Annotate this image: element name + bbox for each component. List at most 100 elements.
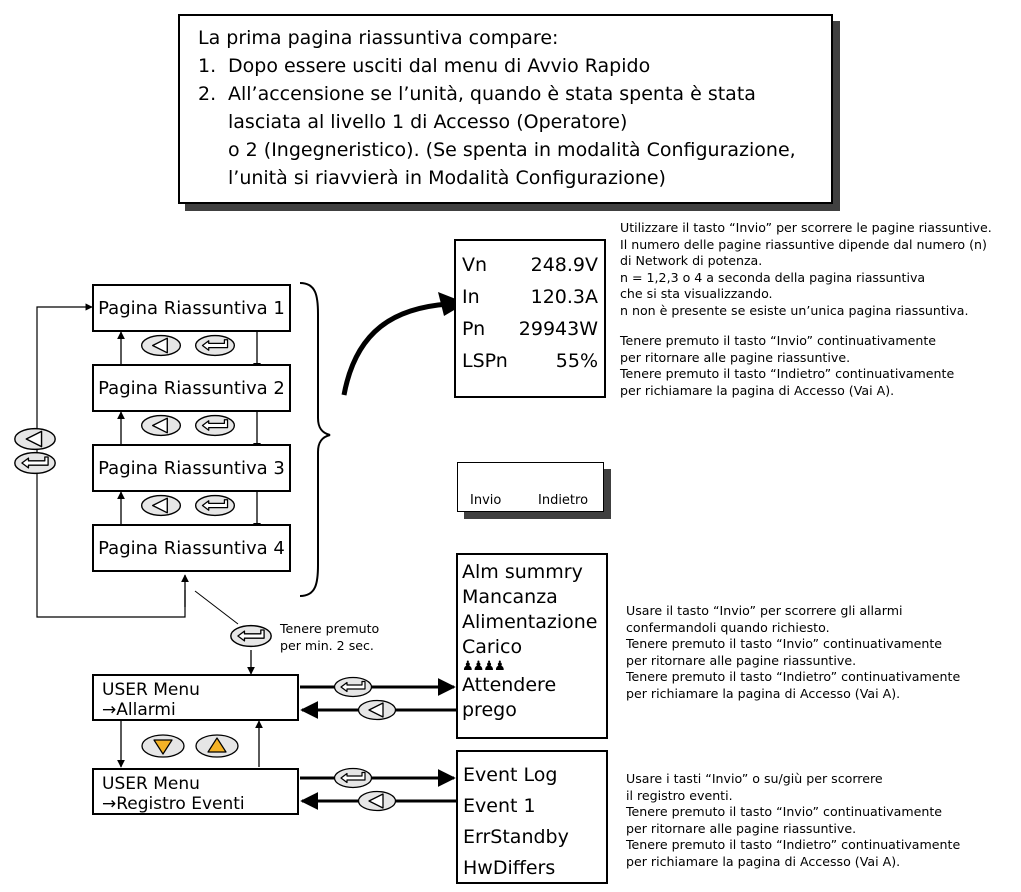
- display-row: In 120.3A: [462, 281, 598, 313]
- note-line: di Network di potenza.: [620, 253, 763, 268]
- summary-pages-brace: [299, 282, 331, 597]
- note-line: Utilizzare il tasto “Invio” per scorrere…: [620, 220, 992, 235]
- back-key-icon[interactable]: [357, 790, 397, 812]
- back-key-icon[interactable]: [14, 427, 56, 451]
- intro-item-2: 2. All’accensione se l’unità, quando è s…: [198, 80, 831, 192]
- user-menu-event-log[interactable]: USER Menu →Registro Eventi: [92, 768, 299, 815]
- note-line: per richiamare la pagina di Accesso (Vai…: [620, 382, 895, 398]
- enter-key-icon[interactable]: [14, 451, 56, 475]
- alarm-line: Alimentazione: [462, 611, 598, 633]
- display-value: 29943W: [518, 318, 598, 340]
- intro-item-2-line: lasciata al livello 1 di Accesso (Operat…: [228, 111, 628, 133]
- alarm-display: Alm summry Mancanza Alimentazione Carico…: [456, 553, 608, 739]
- display-value: 55%: [555, 350, 598, 372]
- note-line: Tenere premuto il tasto “Indietro” conti…: [626, 837, 961, 852]
- summary-page-3: Pagina Riassuntiva 3: [92, 444, 291, 492]
- menu-title: USER Menu: [102, 774, 200, 794]
- display-row: Pn 29943W: [462, 313, 598, 345]
- note-line: Tenere premuto il tasto “Invio” continua…: [620, 333, 937, 348]
- display-value: 248.9V: [530, 254, 598, 276]
- enter-key-icon[interactable]: [194, 334, 236, 357]
- note-line: n non è presente se esiste un’unica pagi…: [620, 302, 969, 318]
- note-line: n = 1,2,3 o 4 a seconda della pagina ria…: [620, 269, 926, 285]
- note-line: Tenere premuto il tasto “Invio” continua…: [626, 804, 943, 819]
- back-key-icon[interactable]: [140, 494, 182, 517]
- summary-page-2: Pagina Riassuntiva 2: [92, 364, 291, 412]
- menu-item: →Allarmi: [102, 700, 176, 720]
- display-value: 120.3A: [530, 286, 598, 308]
- hold-note-line: per min. 2 sec.: [280, 637, 374, 653]
- down-key-icon[interactable]: [141, 734, 185, 758]
- alarm-progress-icons: ♟♟♟♟: [462, 659, 506, 674]
- alarm-line: Alm summry: [462, 561, 583, 583]
- event-log-display: Event Log Event 1 ErrStandby HwDiffers: [456, 750, 608, 884]
- summary-page-label: Pagina Riassuntiva 4: [98, 537, 285, 559]
- note-line: Tenere premuto il tasto “Indietro” conti…: [620, 366, 955, 381]
- back-key-icon[interactable]: [140, 414, 182, 437]
- intro-callout: La prima pagina riassuntiva compare: 1. …: [178, 14, 833, 204]
- intro-item-1-number: 1.: [198, 55, 217, 77]
- note-line: per richiamare la pagina di Accesso (Vai…: [626, 853, 901, 869]
- summary-display: Vn 248.9V In 120.3A Pn 29943W LSPn 55%: [454, 239, 606, 398]
- alarm-line: Carico: [462, 636, 523, 658]
- display-label: Vn: [462, 254, 488, 276]
- key-legend: Invio Indietro: [457, 462, 604, 512]
- event-line: Event 1: [463, 795, 536, 817]
- display-label: In: [462, 286, 480, 308]
- summary-page-4: Pagina Riassuntiva 4: [92, 524, 291, 572]
- note-line: Tenere premuto il tasto “Invio” continua…: [626, 636, 943, 651]
- note-line: confermandoli quando richiesto.: [626, 619, 830, 635]
- menu-title: USER Menu: [102, 680, 200, 700]
- intro-item-1-text: Dopo essere usciti dal menu di Avvio Rap…: [228, 55, 651, 77]
- enter-key-icon[interactable]: [230, 624, 272, 648]
- intro-item-2-number: 2.: [198, 83, 217, 105]
- curved-arrow: [341, 301, 449, 396]
- alarm-line: prego: [462, 699, 517, 721]
- summary-page-1: Pagina Riassuntiva 1: [92, 284, 291, 332]
- display-row: Vn 248.9V: [462, 249, 598, 281]
- event-line: Event Log: [463, 764, 558, 786]
- summary-page-label: Pagina Riassuntiva 2: [98, 377, 285, 399]
- alarm-note: Usare il tasto “Invio” per scorrere gli …: [626, 603, 960, 702]
- hold-note: Tenere premuto per min. 2 sec.: [280, 621, 379, 654]
- intro-item-2-line: l’unità si riavvierà in Modalità Configu…: [228, 167, 666, 189]
- loop-return-connector: [36, 303, 186, 618]
- enter-key-icon[interactable]: [333, 767, 373, 789]
- note-line: Il numero delle pagine riassuntive dipen…: [620, 236, 987, 252]
- event-note: Usare i tasti “Invio” o su/giù per scorr…: [626, 771, 960, 870]
- back-key-icon[interactable]: [357, 699, 397, 721]
- menu-item: →Registro Eventi: [102, 794, 245, 814]
- summary-page-label: Pagina Riassuntiva 3: [98, 457, 285, 479]
- event-line: ErrStandby: [463, 826, 569, 848]
- display-label: LSPn: [462, 350, 508, 372]
- intro-item-1: 1. Dopo essere usciti dal menu di Avvio …: [198, 52, 831, 80]
- alarm-line: Attendere: [462, 674, 557, 696]
- up-key-icon[interactable]: [195, 734, 239, 758]
- enter-key-icon[interactable]: [194, 494, 236, 517]
- display-label: Pn: [462, 318, 486, 340]
- summary-page-label: Pagina Riassuntiva 1: [98, 297, 285, 319]
- enter-key-icon[interactable]: [194, 414, 236, 437]
- note-spacer: [620, 319, 992, 333]
- hold-note-line: Tenere premuto: [280, 621, 380, 636]
- alarm-line: Mancanza: [462, 586, 558, 608]
- note-line: per ritornare alle pagine riassuntive.: [626, 652, 857, 668]
- note-line: per richiamare la pagina di Accesso (Vai…: [626, 685, 901, 701]
- note-line: che si sta visualizzando.: [620, 286, 773, 301]
- legend-back-label: Indietro: [538, 493, 589, 508]
- note-line: Tenere premuto il tasto “Indietro” conti…: [626, 669, 961, 684]
- note-line: Usare il tasto “Invio” per scorrere gli …: [626, 603, 903, 618]
- user-menu-alarms[interactable]: USER Menu →Allarmi: [92, 674, 299, 721]
- summary-note: Utilizzare il tasto “Invio” per scorrere…: [620, 220, 992, 399]
- intro-item-2-line: All’accensione se l’unità, quando è stat…: [228, 83, 756, 105]
- enter-key-icon[interactable]: [333, 676, 373, 698]
- intro-item-2-line: o 2 (Ingegneristico). (Se spenta in moda…: [228, 139, 796, 161]
- note-line: Usare i tasti “Invio” o su/giù per scorr…: [626, 771, 883, 786]
- note-line: per ritornare alle pagine riassuntive.: [620, 349, 851, 365]
- back-key-icon[interactable]: [140, 334, 182, 357]
- note-line: il registro eventi.: [626, 787, 733, 803]
- note-line: per ritornare alle pagine riassuntive.: [626, 820, 857, 836]
- legend-enter-label: Invio: [470, 493, 502, 508]
- display-row: LSPn 55%: [462, 345, 598, 377]
- intro-heading: La prima pagina riassuntiva compare:: [198, 27, 559, 49]
